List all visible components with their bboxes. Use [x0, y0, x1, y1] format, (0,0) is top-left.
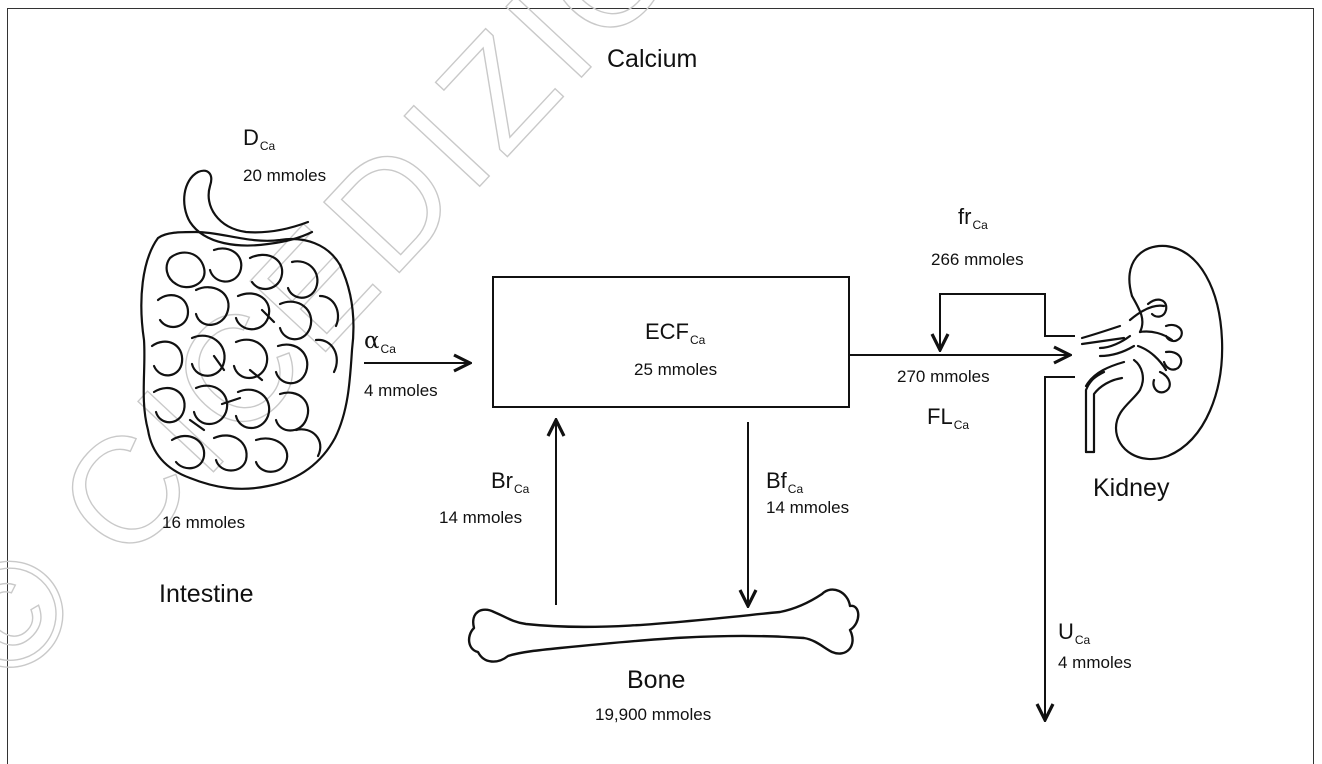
ecf-subscript: Ca: [690, 333, 705, 347]
reabsorption-label: frCa: [958, 206, 988, 228]
bone-resorption-amount: 14 mmoles: [439, 509, 522, 526]
dietary-calcium-label: DCa: [243, 127, 275, 149]
dietary-symbol: D: [243, 125, 259, 150]
reabsorption-arrow: [940, 294, 1075, 350]
absorption-symbol: α: [364, 328, 380, 354]
urine-subscript: Ca: [1075, 633, 1090, 647]
bone-label: Bone: [627, 668, 685, 693]
intestine-icon: [141, 171, 353, 489]
bone-resorption-subscript: Ca: [514, 482, 529, 496]
bone-formation-label: BfCa: [766, 470, 803, 492]
bone-formation-symbol: Bf: [766, 468, 787, 493]
bone-resorption-symbol: Br: [491, 468, 513, 493]
filtration-label: FLCa: [927, 406, 969, 428]
filtration-symbol: FL: [927, 404, 953, 429]
dietary-subscript: Ca: [260, 139, 275, 153]
ecf-amount: 25 mmoles: [634, 361, 717, 378]
bone-formation-amount: 14 mmoles: [766, 499, 849, 516]
fecal-amount: 16 mmoles: [162, 514, 245, 531]
filtration-amount: 270 mmoles: [897, 368, 990, 385]
reabsorption-symbol: fr: [958, 204, 971, 229]
dietary-amount: 20 mmoles: [243, 167, 326, 184]
kidney-icon: [1082, 246, 1222, 459]
absorption-amount: 4 mmoles: [364, 382, 438, 399]
kidney-label: Kidney: [1093, 476, 1169, 501]
ecf-symbol: ECF: [645, 319, 689, 344]
reabsorption-amount: 266 mmoles: [931, 251, 1024, 268]
bone-resorption-label: BrCa: [491, 470, 529, 492]
urine-amount: 4 mmoles: [1058, 654, 1132, 671]
bone-icon: [469, 590, 858, 662]
absorption-label: αCa: [364, 330, 396, 353]
urine-label: UCa: [1058, 621, 1090, 643]
absorption-subscript: Ca: [381, 342, 396, 356]
bone-amount: 19,900 mmoles: [595, 706, 711, 723]
urine-symbol: U: [1058, 619, 1074, 644]
reabsorption-subscript: Ca: [972, 218, 987, 232]
diagram-title: Calcium: [607, 47, 697, 72]
filtration-subscript: Ca: [954, 418, 969, 432]
bone-formation-subscript: Ca: [788, 482, 803, 496]
intestine-label: Intestine: [159, 582, 254, 607]
ecf-label: ECFCa: [645, 321, 705, 343]
